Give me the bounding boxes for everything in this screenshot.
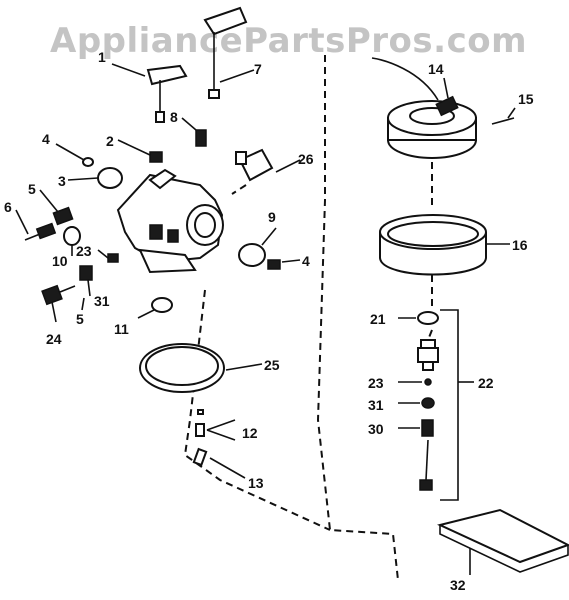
part-30-spring <box>421 419 434 437</box>
label-26: 26 <box>298 151 314 167</box>
label-13: 13 <box>248 475 264 491</box>
part-11-oring <box>151 297 173 313</box>
part-4a-screw <box>82 157 94 167</box>
part-12-needle <box>195 423 205 437</box>
label-31b: 31 <box>368 397 384 413</box>
part-7-choke-shaft <box>203 6 248 99</box>
label-31a: 31 <box>94 293 110 309</box>
part-15-pin <box>491 117 515 125</box>
part-carburetor-body <box>116 168 224 274</box>
part-31b-washer <box>421 397 435 409</box>
part-14-float <box>371 57 477 159</box>
label-15: 15 <box>518 91 534 107</box>
label-9: 9 <box>268 209 276 225</box>
part-22-main-nozzle <box>417 339 439 371</box>
label-4a: 4 <box>42 131 50 147</box>
part-25-gasket <box>139 343 225 393</box>
label-16: 16 <box>512 237 528 253</box>
label-30: 30 <box>368 421 384 437</box>
label-21: 21 <box>370 311 386 327</box>
label-1: 1 <box>98 49 106 65</box>
label-24: 24 <box>46 331 62 347</box>
leader-lines <box>15 63 516 575</box>
label-5b: 5 <box>76 311 84 327</box>
part-4b-screw <box>267 259 281 270</box>
part-16-float-bowl <box>379 214 487 276</box>
label-4b: 4 <box>302 253 310 269</box>
label-8: 8 <box>170 109 178 125</box>
part-13-pin <box>192 447 208 467</box>
label-22: 22 <box>478 375 494 391</box>
part-21-gasket <box>417 311 439 325</box>
label-12: 12 <box>242 425 258 441</box>
part-23a-washer <box>107 253 119 263</box>
label-7: 7 <box>254 61 262 77</box>
part-23b-seal <box>424 378 432 386</box>
part-6-screw <box>24 222 57 241</box>
part-2-screw <box>149 151 163 163</box>
callout-labels: 1 7 8 2 4 3 5 6 23 10 31 5 24 11 25 12 1… <box>4 49 534 593</box>
label-6: 6 <box>4 199 12 215</box>
label-23a: 23 <box>76 243 92 259</box>
label-3: 3 <box>58 173 66 189</box>
part-24-screw <box>41 284 76 306</box>
part-1-throttle-shaft <box>146 64 188 123</box>
part-26-fuel-inlet <box>231 148 274 195</box>
label-5a: 5 <box>28 181 36 197</box>
label-2: 2 <box>106 133 114 149</box>
part-9-plate <box>238 243 266 267</box>
part-3-plate <box>97 167 123 189</box>
label-14: 14 <box>428 61 444 77</box>
label-23b: 23 <box>368 375 384 391</box>
label-32: 32 <box>450 577 466 593</box>
part-5b-spring <box>79 265 93 281</box>
part-22-bracket <box>440 309 459 501</box>
label-10: 10 <box>52 253 68 269</box>
watermark-text: AppliancePartsPros.com <box>50 21 527 61</box>
label-11: 11 <box>114 321 129 337</box>
label-25: 25 <box>264 357 280 373</box>
part-22-bowl-screw <box>419 439 433 491</box>
part-32-gasket-pack <box>437 508 569 573</box>
part-12-seat <box>197 409 204 415</box>
part-8-spring <box>195 129 207 147</box>
